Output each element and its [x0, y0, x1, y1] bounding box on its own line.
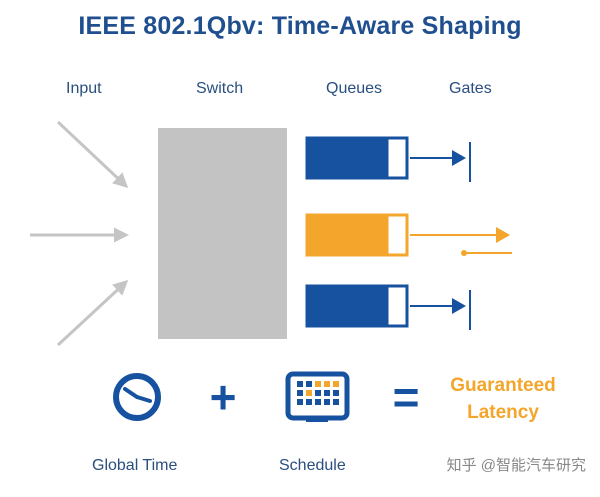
queue-row-1 — [305, 136, 471, 182]
queue-cell — [385, 136, 409, 180]
input-arrow-top — [56, 120, 129, 189]
schedule-label: Schedule — [279, 457, 346, 474]
queues-label: Queues — [326, 80, 383, 97]
gate-open-2 — [461, 250, 512, 256]
queues-and-gates — [305, 136, 512, 330]
queue-row-2 — [305, 213, 512, 257]
queue-cell — [345, 284, 369, 328]
equals-sign: = — [393, 371, 420, 423]
queue-cell — [325, 213, 349, 257]
queue-cell — [345, 136, 369, 180]
input-arrows — [30, 120, 129, 347]
watermark: 知乎 @智能汽车研究 — [446, 457, 586, 474]
queue-cell — [385, 213, 409, 257]
latency-line-1: Guaranteed — [450, 375, 556, 396]
clock-icon — [113, 373, 161, 421]
queue-2 — [305, 213, 409, 257]
queue-arrow-1 — [410, 150, 466, 166]
gates-label: Gates — [449, 80, 492, 97]
queue-cell — [345, 213, 369, 257]
schedule-icon — [285, 371, 350, 422]
queue-cell — [305, 284, 329, 328]
guaranteed-latency: Guaranteed Latency — [428, 372, 578, 426]
plus-sign: + — [210, 371, 237, 423]
queue-cell — [365, 136, 389, 180]
latency-line-2: Latency — [467, 402, 539, 423]
queue-cell — [385, 284, 409, 328]
queue-1 — [305, 136, 409, 180]
queue-cell — [365, 284, 389, 328]
switch-label: Switch — [196, 80, 244, 97]
queue-cell — [365, 213, 389, 257]
switch-block — [158, 128, 287, 339]
global-time-label: Global Time — [92, 457, 178, 474]
queue-arrow-2 — [410, 227, 510, 243]
input-label: Input — [66, 80, 102, 97]
queue-cell — [305, 136, 329, 180]
queue-arrow-3 — [410, 298, 466, 314]
diagram-title: IEEE 802.1Qbv: Time-Aware Shaping — [78, 12, 522, 40]
queue-cell — [325, 136, 349, 180]
queue-cell — [305, 213, 329, 257]
queue-row-3 — [305, 284, 471, 330]
input-arrow-bottom — [56, 279, 129, 347]
queue-3 — [305, 284, 409, 328]
queue-cell — [325, 284, 349, 328]
